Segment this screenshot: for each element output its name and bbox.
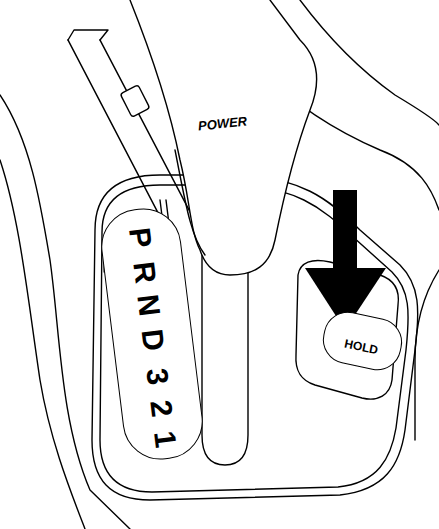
press-arrow bbox=[305, 190, 386, 330]
gear-position-letter: 1 bbox=[144, 399, 185, 480]
button-label: HOLD bbox=[322, 309, 405, 362]
gear-indicator-panel: PRND321 bbox=[97, 204, 207, 464]
